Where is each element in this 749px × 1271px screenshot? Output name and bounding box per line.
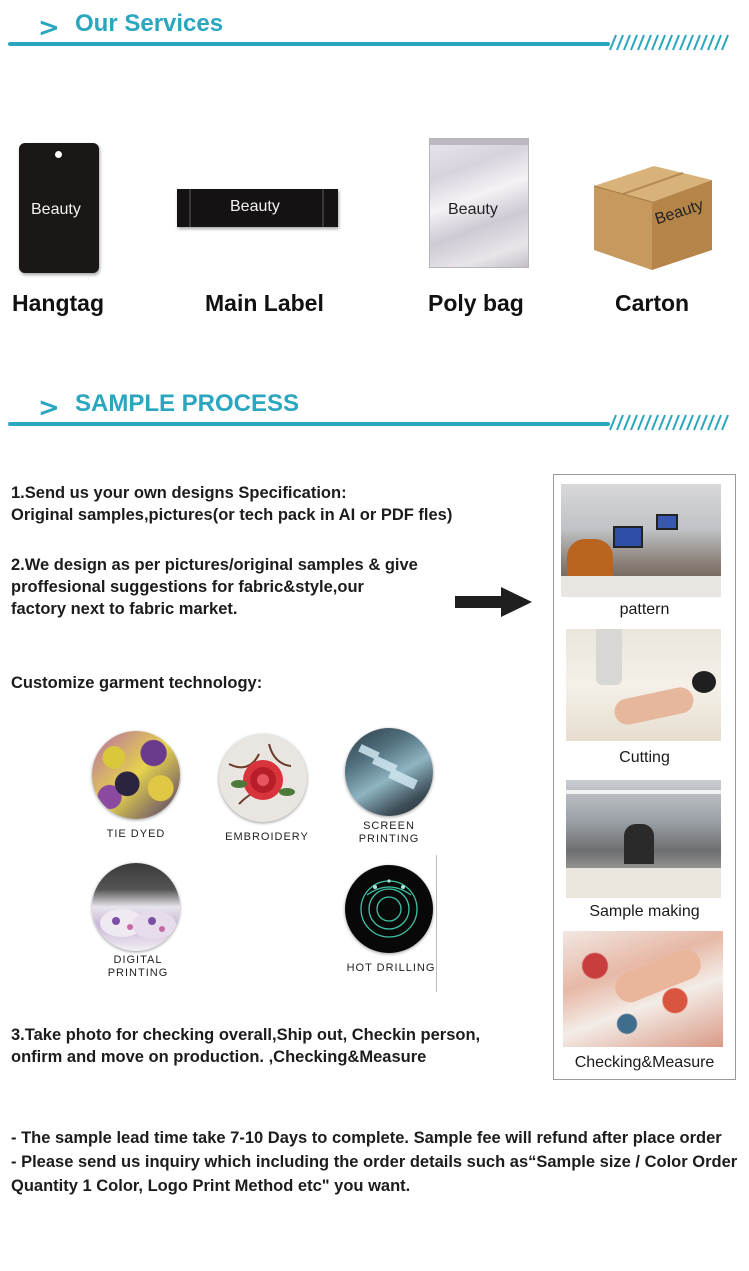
- step-2-line-3: factory next to fabric market.: [11, 600, 238, 618]
- fabric: [566, 868, 721, 898]
- step-3-text: 3.Take photo for checking overall,Ship o…: [11, 1024, 480, 1068]
- tech-label-line: SCREEN: [363, 820, 415, 832]
- photo-caption-cutting: Cutting: [619, 749, 670, 766]
- carton-box-icon: [593, 166, 712, 270]
- checking-measure-photo: [563, 931, 723, 1047]
- tech-label-tie-dyed: TIE DYED: [106, 828, 166, 840]
- hand: [612, 684, 696, 728]
- service-label-hangtag: Hangtag: [12, 290, 104, 316]
- hand: [610, 945, 706, 1007]
- hatch-stripes-icon: [609, 34, 729, 51]
- tech-label-line: PRINTING: [358, 833, 420, 845]
- hangtag-print: Beauty: [31, 201, 81, 218]
- step-1-line-2: Original samples,pictures(or tech pack i…: [11, 506, 453, 524]
- notes-text: - The sample lead time take 7-10 Days to…: [11, 1126, 743, 1198]
- step-2-line-1: 2.We design as per pictures/original sam…: [11, 556, 418, 574]
- chevron-right-icon: >: [38, 393, 60, 423]
- tech-label-hot-drilling: HOT DRILLING: [346, 962, 436, 974]
- fabric-rolls-icon: [100, 909, 176, 939]
- sewing-machine: [596, 629, 622, 685]
- hot-drilling-image: [345, 865, 433, 953]
- photo-caption-sample-making: Sample making: [589, 903, 700, 920]
- tech-label-line: DIGITAL: [113, 954, 163, 966]
- header-divider: [8, 42, 610, 46]
- watch: [692, 671, 716, 693]
- header-divider: [8, 422, 610, 426]
- divider-line: [436, 855, 437, 992]
- ceiling-lights: [566, 790, 721, 794]
- customize-title: Customize garment technology:: [11, 674, 263, 692]
- tech-label-digital-printing: DIGITAL PRINTING: [92, 954, 184, 980]
- poly-bag-print: Beauty: [448, 201, 498, 218]
- poly-bag-image: Beauty: [429, 138, 529, 268]
- step-1-line-1: 1.Send us your own designs Specification…: [11, 484, 347, 502]
- worker: [624, 824, 654, 864]
- screen-printing-image: [345, 728, 433, 816]
- sample-process-header: > SAMPLE PROCESS: [0, 380, 749, 431]
- process-photo-panel: pattern Cutting Sample making Checking&M…: [553, 474, 736, 1080]
- label-fold-right: [322, 189, 324, 227]
- desk: [561, 576, 721, 597]
- hangtag-image: Beauty: [19, 143, 99, 273]
- rose-icon: [228, 743, 295, 805]
- monitor: [613, 526, 643, 548]
- sample-making-photo: [566, 780, 721, 898]
- rhinestone-pattern-icon: [360, 879, 418, 938]
- main-label-print: Beauty: [230, 198, 280, 215]
- hangtag-hole: [55, 151, 62, 158]
- sample-process-title: SAMPLE PROCESS: [75, 390, 300, 417]
- step-2-line-2: proffesional suggestions for fabric&styl…: [11, 578, 364, 596]
- chevron-right-icon: >: [38, 13, 60, 43]
- cutting-photo: [566, 629, 721, 741]
- service-label-carton: Carton: [615, 290, 690, 316]
- step-3-line-1: 3.Take photo for checking overall,Ship o…: [11, 1026, 481, 1044]
- pattern-photo: [561, 484, 721, 597]
- monitor: [656, 514, 678, 530]
- tech-label-line: PRINTING: [107, 967, 169, 979]
- hatch-stripes-icon: [609, 414, 729, 431]
- note-line-1: - The sample lead time take 7-10 Days to…: [11, 1129, 722, 1147]
- photo-caption-checking-measure: Checking&Measure: [574, 1054, 715, 1071]
- tech-label-screen-printing: SCREEN PRINTING: [345, 820, 433, 846]
- main-label-image: Beauty: [177, 189, 338, 227]
- tech-label-embroidery: EMBROIDERY: [225, 831, 309, 843]
- step-3-line-2: onfirm and move on production. ,Checking…: [11, 1048, 427, 1066]
- services-header: > Our Services: [0, 0, 749, 51]
- step-1-text: 1.Send us your own designs Specification…: [11, 482, 452, 526]
- step-2-text: 2.We design as per pictures/original sam…: [11, 554, 418, 620]
- digital-printing-image: [92, 863, 180, 951]
- services-title: Our Services: [75, 10, 224, 37]
- service-label-main-label: Main Label: [205, 290, 324, 316]
- label-fold-left: [189, 189, 191, 227]
- photo-caption-pattern: pattern: [619, 601, 670, 618]
- embroidery-image: [219, 734, 307, 822]
- tie-dyed-image: [92, 731, 180, 819]
- note-line-2: - Please send us inquiry which including…: [11, 1153, 738, 1195]
- poly-bag-seal: [430, 139, 528, 145]
- arrow-right-icon: [455, 587, 532, 617]
- printing-machine-icon: [358, 744, 418, 790]
- service-label-poly-bag: Poly bag: [428, 290, 524, 316]
